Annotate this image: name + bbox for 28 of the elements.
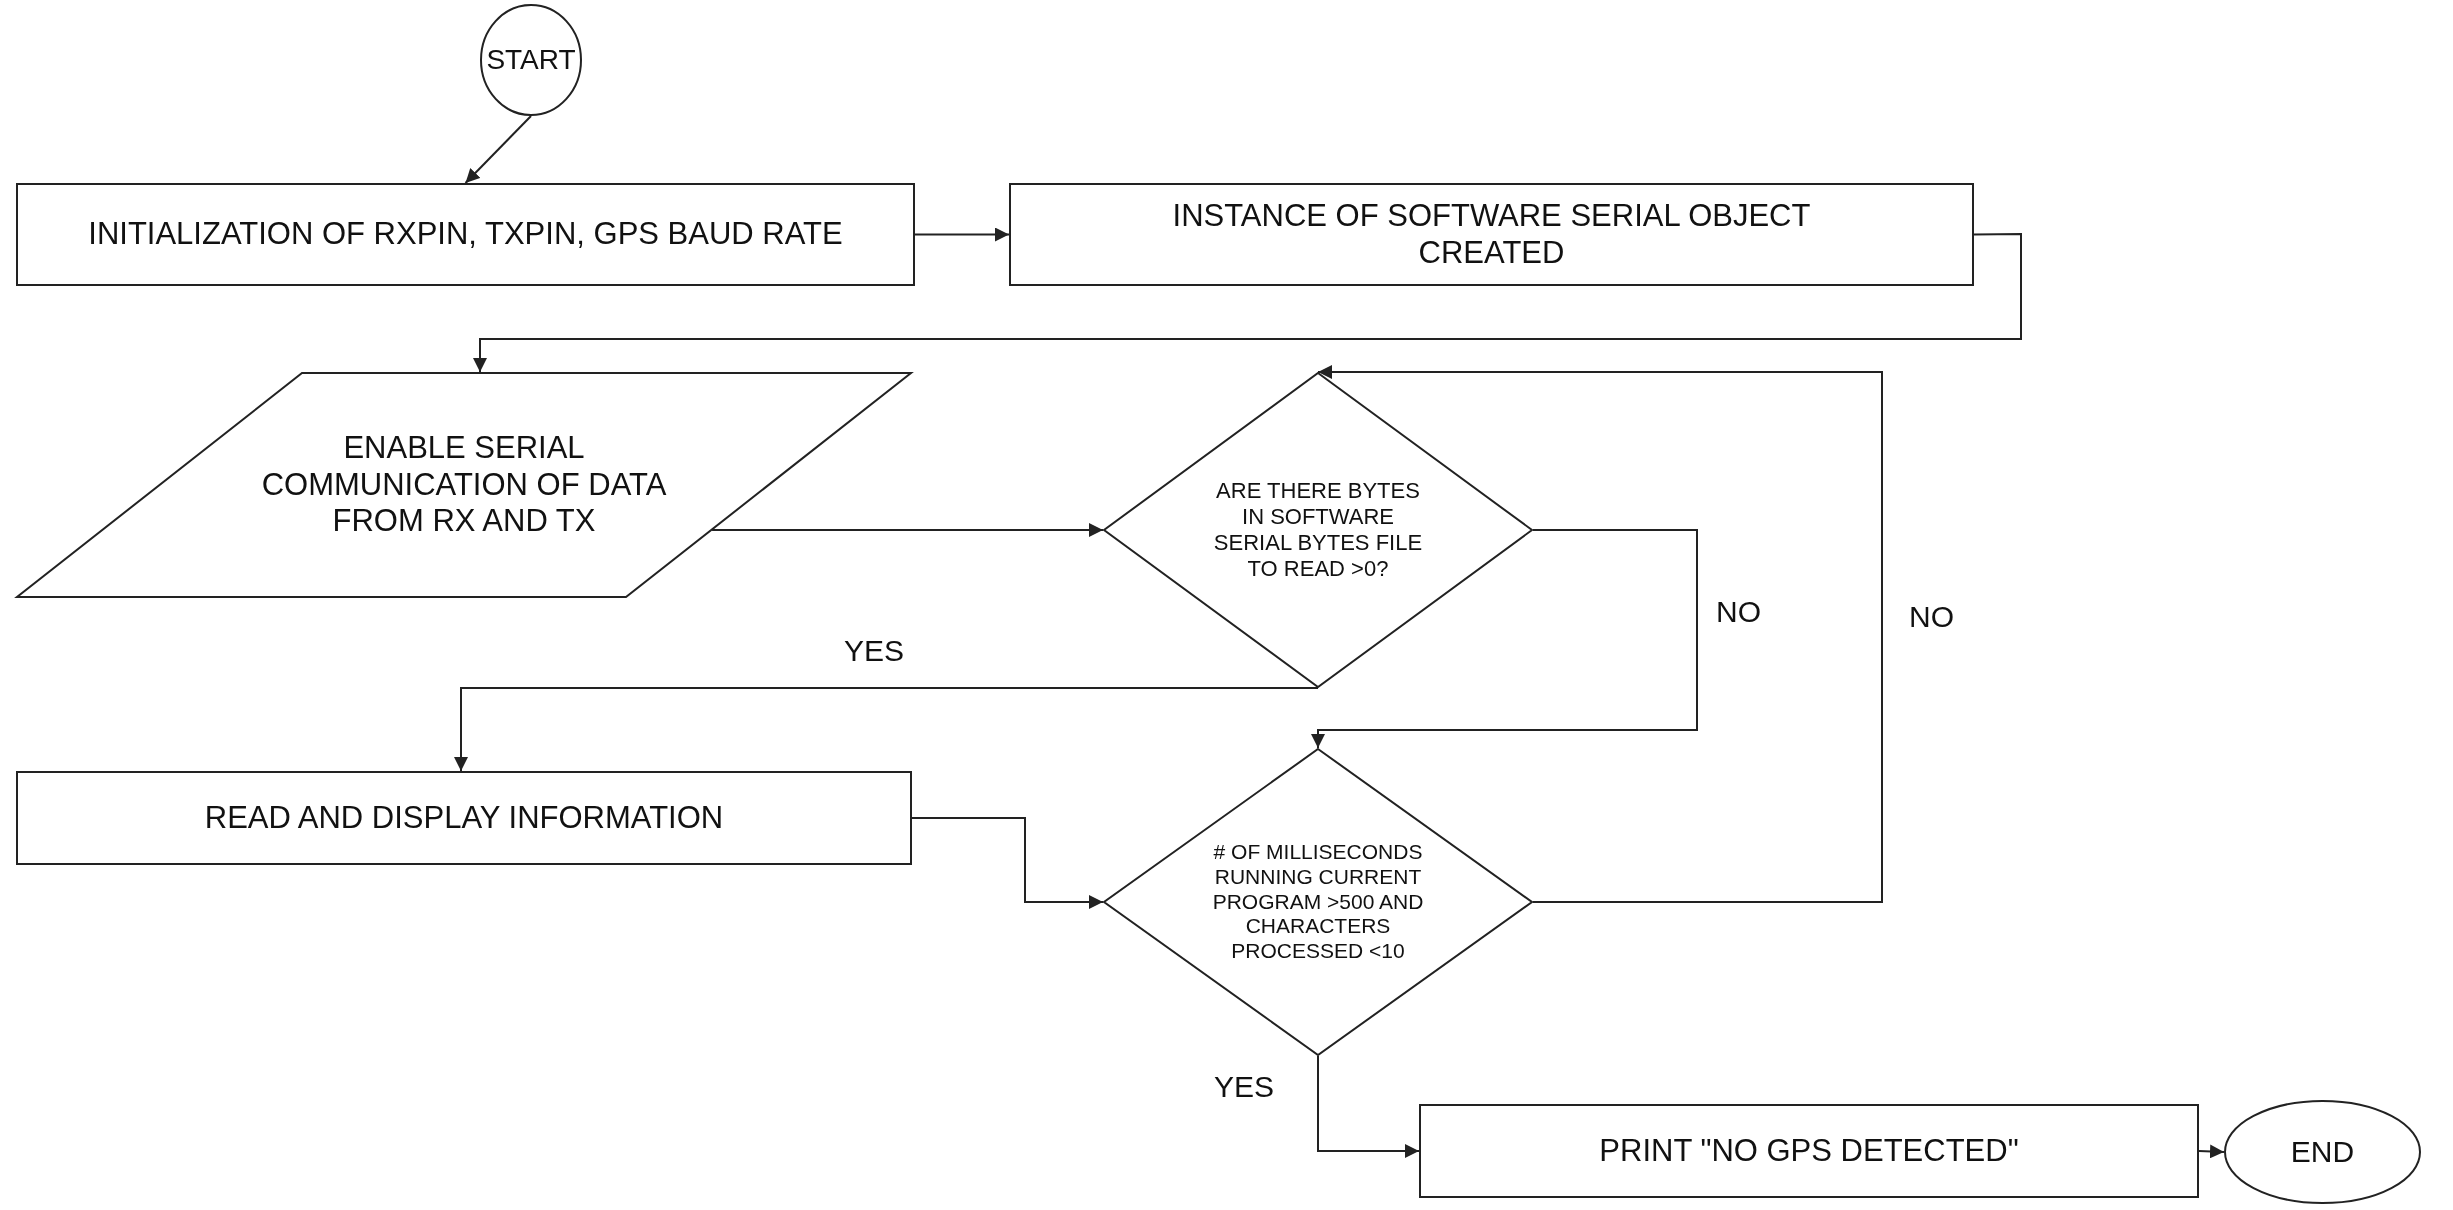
arrow (911, 817, 1104, 909)
decision-diamond (1103, 748, 1533, 1056)
output-box (1419, 1104, 2199, 1198)
node-text: PRINT "NO GPS DETECTED" (1599, 1132, 2019, 1170)
input-parallelogram (16, 372, 912, 598)
arrow (1317, 1055, 1420, 1158)
process-box (1009, 183, 1974, 286)
process-box (16, 771, 912, 865)
node-text: ARE THERE BYTES IN SOFTWARE SERIAL BYTES FILE TO READ >0? (1213, 478, 1423, 582)
arrow (464, 115, 532, 184)
arrow (2198, 1144, 2225, 1159)
arrow (1317, 365, 1883, 903)
node-text: START (486, 43, 576, 77)
arrow (1311, 529, 1698, 749)
process-box (16, 183, 915, 286)
arrow (473, 233, 2022, 373)
node-text: READ AND DISPLAY INFORMATION (204, 799, 724, 837)
node-text: INITIALIZATION OF RXPIN, TXPIN, GPS BAUD RATE (88, 216, 843, 253)
arrow (711, 523, 1104, 537)
end-oval (2224, 1100, 2421, 1204)
node-text: INSTANCE OF SOFTWARE SERIAL OBJECT CREATED (1171, 197, 1812, 272)
node-text: # OF MILLISECONDS RUNNING CURRENT PROGRAM >500 AND CHARACTERS PROCESSED <10 (1211, 840, 1425, 964)
decision-diamond (1103, 372, 1533, 688)
arrow (914, 227, 1010, 242)
start-oval (480, 4, 582, 116)
arrow (454, 687, 1319, 772)
node-text: ENABLE SERIAL COMMUNICATION OF DATA FROM RX AND TX (260, 430, 668, 540)
node-text: END (2290, 1134, 2355, 1170)
